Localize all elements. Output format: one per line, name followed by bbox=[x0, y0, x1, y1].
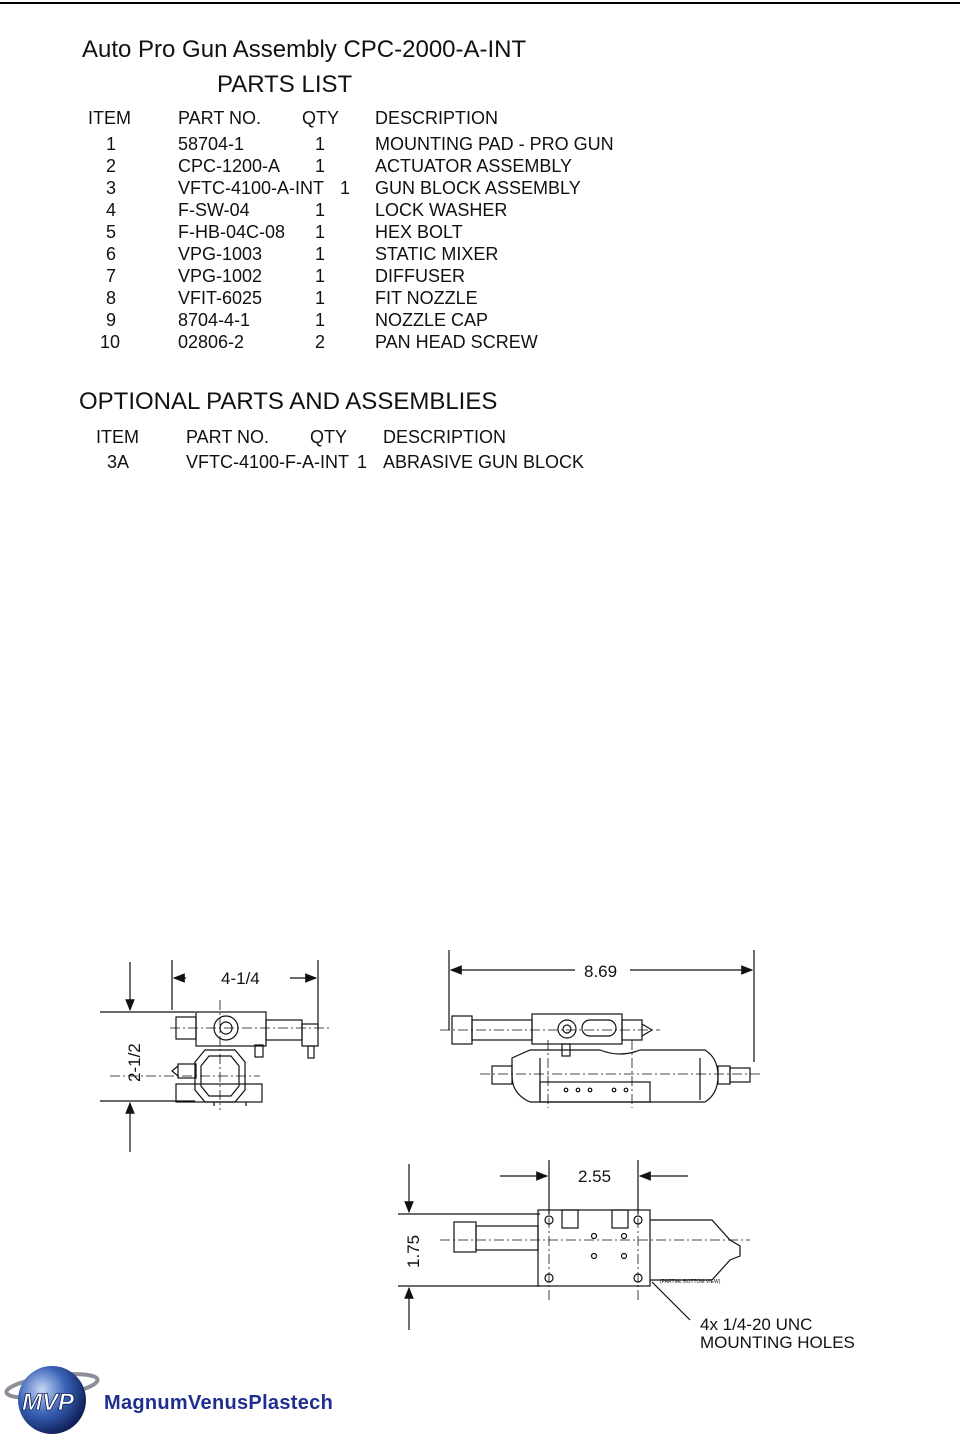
company-logo-text: MagnumVenusPlastech bbox=[104, 1392, 334, 1414]
front-view bbox=[448, 950, 755, 1103]
row-description: HEX BOLT bbox=[375, 222, 463, 242]
row-part-no: 58704-1 bbox=[178, 134, 245, 154]
row-qty: 1 bbox=[315, 134, 326, 154]
parts-list-heading: PARTS LIST bbox=[217, 71, 353, 98]
row-qty: 1 bbox=[315, 222, 326, 242]
row-qty: 1 bbox=[315, 266, 326, 286]
mvp-logo-mark: MVP bbox=[4, 1366, 100, 1434]
row-item: 8 bbox=[106, 288, 117, 308]
row-description: STATIC MIXER bbox=[375, 244, 499, 264]
row-qty: 1 bbox=[357, 452, 368, 472]
dimension-length: 8.69 bbox=[584, 962, 617, 981]
row-part-no: VFIT-6025 bbox=[178, 288, 263, 308]
row-item: 9 bbox=[106, 310, 117, 330]
document-title: Auto Pro Gun Assembly CPC-2000-A-INT bbox=[82, 36, 527, 63]
row-qty: 1 bbox=[315, 156, 326, 176]
row-item: 7 bbox=[106, 266, 117, 286]
mounting-note-line2: MOUNTING HOLES bbox=[700, 1333, 855, 1352]
mounting-note-line1: 4x 1/4-20 UNC bbox=[700, 1315, 812, 1334]
partial-bottom-view-label: (PARTIAL BOTTOM VIEW) bbox=[660, 1279, 721, 1285]
row-part-no: 02806-2 bbox=[178, 332, 245, 352]
row-description: ABRASIVE GUN BLOCK bbox=[383, 452, 585, 472]
row-qty: 2 bbox=[315, 332, 326, 352]
row-item: 5 bbox=[106, 222, 117, 242]
optional-parts-heading: OPTIONAL PARTS AND ASSEMBLIES bbox=[79, 388, 498, 415]
row-item: 2 bbox=[106, 156, 117, 176]
logo-mark-text: MVP bbox=[22, 1389, 75, 1416]
row-description: DIFFUSER bbox=[375, 266, 465, 286]
optional-header-description: DESCRIPTION bbox=[383, 427, 507, 447]
dimension-bottom-width: 2.55 bbox=[578, 1167, 611, 1186]
row-qty: 1 bbox=[340, 178, 351, 198]
row-description: NOZZLE CAP bbox=[375, 310, 489, 330]
row-qty: 1 bbox=[315, 310, 326, 330]
row-item: 3A bbox=[107, 452, 130, 472]
row-part-no: F-HB-04C-08 bbox=[178, 222, 286, 242]
row-qty: 1 bbox=[315, 200, 326, 220]
header-description: DESCRIPTION bbox=[375, 108, 499, 128]
optional-header-item: ITEM bbox=[96, 427, 139, 447]
dimension-bottom-height: 1.75 bbox=[404, 1235, 423, 1268]
row-item: 6 bbox=[106, 244, 117, 264]
row-description: LOCK WASHER bbox=[375, 200, 508, 220]
row-description: MOUNTING PAD - PRO GUN bbox=[375, 134, 614, 154]
optional-header-qty: QTY bbox=[310, 427, 348, 447]
optional-header-part-no: PART NO. bbox=[186, 427, 270, 447]
header-item: ITEM bbox=[88, 108, 131, 128]
row-item: 1 bbox=[106, 134, 117, 154]
dimension-height-side: 2-1/2 bbox=[125, 1043, 144, 1082]
bottom-view bbox=[398, 1160, 741, 1330]
header-part-no: PART NO. bbox=[178, 108, 262, 128]
row-item: 10 bbox=[100, 332, 121, 352]
row-description: ACTUATOR ASSEMBLY bbox=[375, 156, 573, 176]
side-view bbox=[100, 960, 319, 1152]
dimension-width-side: 4-1/4 bbox=[221, 969, 260, 988]
header-qty: QTY bbox=[302, 108, 340, 128]
row-item: 4 bbox=[106, 200, 117, 220]
row-part-no: 8704-4-1 bbox=[178, 310, 251, 330]
row-part-no: VFTC-4100-F-A-INT bbox=[186, 452, 350, 472]
row-description: GUN BLOCK ASSEMBLY bbox=[375, 178, 581, 198]
row-part-no: CPC-1200-A bbox=[178, 156, 281, 176]
row-part-no: F-SW-04 bbox=[178, 200, 250, 220]
row-qty: 1 bbox=[315, 288, 326, 308]
row-part-no: VPG-1003 bbox=[178, 244, 263, 264]
row-description: FIT NOZZLE bbox=[375, 288, 478, 308]
row-part-no: VFTC-4100-A-INT bbox=[178, 178, 325, 198]
row-item: 3 bbox=[106, 178, 117, 198]
row-part-no: VPG-1002 bbox=[178, 266, 263, 286]
top-rule bbox=[0, 2, 960, 4]
row-qty: 1 bbox=[315, 244, 326, 264]
row-description: PAN HEAD SCREW bbox=[375, 332, 538, 352]
